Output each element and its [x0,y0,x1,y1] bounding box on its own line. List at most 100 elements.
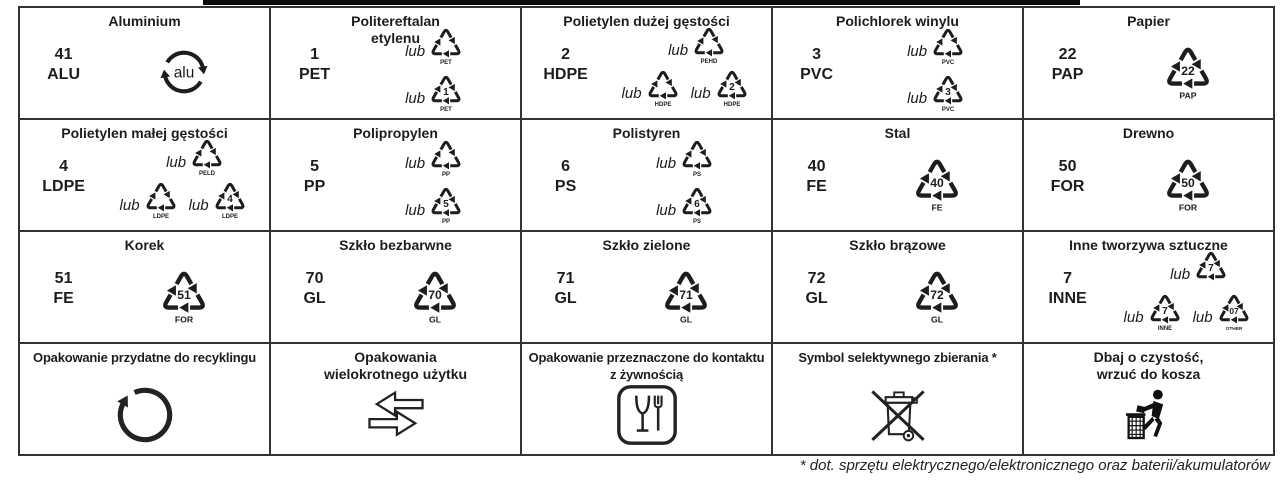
svg-text:51: 51 [177,288,191,302]
tidyman-icon [1125,389,1163,439]
code-abbr: LDPE [42,178,85,195]
cell-title: Szkło bezbarwne [339,237,452,253]
svg-text:72: 72 [930,288,944,302]
svg-text:PET: PET [440,60,452,66]
svg-text:FE: FE [931,202,942,212]
svg-text:alu: alu [173,64,194,81]
svg-text:1: 1 [443,87,449,98]
svg-text:2: 2 [729,82,735,93]
lub-label: lub [188,196,209,214]
svg-text:PVC: PVC [942,60,955,66]
cell-title: Drewno [1122,125,1175,141]
code-abbr: ALU [47,66,81,83]
lub-label: lub [405,201,426,219]
cell-title: Politereftalan etylenu [351,13,440,46]
svg-text:GL: GL [931,314,944,324]
code-number: 3 [812,46,822,63]
lub-label: lub [907,89,928,107]
svg-text:OTHER: OTHER [1225,326,1242,332]
food-safe-icon [616,384,677,445]
reuse-arrows-icon [367,390,424,438]
weee-bin-icon [870,390,925,442]
cell-title: Polistyren [612,125,681,141]
recycling-triangle-icon: LDPE [146,182,176,220]
cell-title: Szkło zielone [602,237,691,253]
cell-title: Opakowanie przeznaczone do kontaktu z ży… [528,350,765,382]
code-abbr: PP [303,178,326,195]
svg-text:3: 3 [945,87,951,98]
recycling-triangle-icon: PET [431,28,461,66]
recycling-triangle-icon: 7 [1196,251,1226,281]
svg-text:FOR: FOR [174,314,193,324]
svg-text:70: 70 [428,288,442,302]
code-number: 51 [54,270,73,287]
svg-text:FOR: FOR [1178,202,1197,212]
code-abbr: FOR [1050,178,1085,195]
cell-title: Aluminium [108,13,181,29]
cell-title: Szkło brązowe [849,237,946,253]
svg-text:07: 07 [1229,306,1239,316]
code-abbr: PAP [1051,66,1084,83]
code-number: 70 [305,270,324,287]
code-number: 41 [54,46,73,63]
lub-label: lub [690,84,711,102]
lub-label: lub [656,154,677,172]
svg-text:4: 4 [227,194,233,205]
cell-title: Stal [884,125,911,141]
symbol-group: alu [155,43,213,101]
cell-title: Polietylen dużej gęstości [563,13,730,29]
code-number: 72 [807,270,826,287]
lub-label: lub [668,41,689,59]
lub-label: lub [1170,265,1191,283]
lub-label: lub [907,42,928,60]
svg-text:71: 71 [679,288,693,302]
svg-text:40: 40 [930,176,944,190]
code-number: 50 [1058,158,1077,175]
recycling-triangle-icon: 6PS [682,187,712,225]
code-number: 40 [807,158,826,175]
cell-wielokrotny-uzytek: Opakowania wielokrotnego użytku [271,344,520,454]
code-abbr: INNE [1048,290,1087,307]
symbols-area: alu [102,28,265,116]
cell-title: Polietylen małej gęstości [61,125,228,141]
cell-title: Inne tworzywa sztuczne [1069,237,1228,253]
svg-text:PET: PET [440,107,452,113]
svg-text:7: 7 [1208,263,1214,274]
scan-artifact-bar [203,0,1080,5]
cell-title: Dbaj o czystość, wrzuć do kosza [1093,349,1204,382]
recycling-triangle-icon: PS [682,140,712,178]
svg-text:PS: PS [693,219,701,225]
